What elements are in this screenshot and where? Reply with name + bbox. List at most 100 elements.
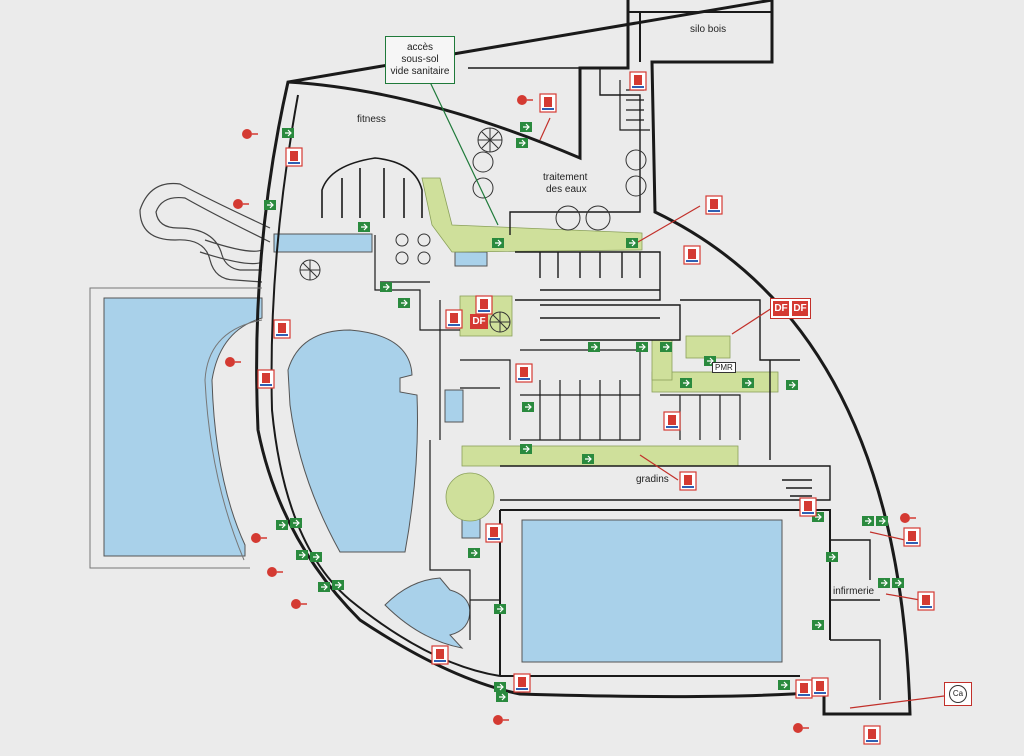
extinguisher-symbol-icon (816, 681, 824, 691)
exit-arrow-icon (383, 283, 390, 291)
fire-door-callout: DF DF (770, 298, 811, 319)
extinguisher-symbol-icon (908, 531, 916, 541)
east-rooms (830, 539, 881, 700)
exit-arrow-icon (525, 403, 532, 411)
extinguisher-symbol-icon (544, 97, 552, 107)
exit-arrow-icon (683, 379, 690, 387)
exit-arrow-icon (497, 605, 504, 613)
outdoor-pool (103, 297, 263, 557)
extinguisher-symbol-icon (450, 313, 458, 323)
exit-arrow-icon (591, 343, 598, 351)
fire-alarm-icon (251, 533, 261, 543)
assembly-callout: Ca (944, 682, 972, 706)
fitness-hall (321, 157, 423, 218)
exit-arrow-icon (895, 579, 902, 587)
exit-arrow-icon (499, 693, 506, 701)
exit-arrow-icon (495, 239, 502, 247)
sign-stripe-icon (802, 512, 814, 514)
exit-arrow-icon (401, 299, 408, 307)
sign-stripe-icon (920, 606, 932, 608)
callout-line-3: vide sanitaire (390, 66, 450, 77)
walls (89, 0, 912, 716)
exit-arrow-icon (321, 583, 328, 591)
water-slide (139, 182, 271, 283)
fire-alarm-icon (517, 95, 527, 105)
callout-line-1: accès (406, 42, 434, 53)
gradins-label: gradins (636, 474, 669, 485)
sign-stripe-icon (666, 426, 678, 428)
sign-stripe-icon (448, 324, 460, 326)
sports-pool (521, 519, 783, 663)
fire-door-label: DF (470, 314, 488, 329)
water-tanks (395, 149, 647, 265)
slide-loop (199, 239, 263, 265)
extinguisher-symbol-icon (480, 299, 488, 309)
sign-stripe-icon (518, 378, 530, 380)
extinguisher-symbol-icon (278, 323, 286, 333)
sign-stripe-icon (478, 310, 490, 312)
exit-arrow-icon (745, 379, 752, 387)
fire-door-label: DF (773, 301, 789, 316)
sign-stripe-icon (814, 692, 826, 694)
corridor-south (461, 445, 739, 467)
extinguisher-symbol-icon (668, 415, 676, 425)
exit-arrow-icon (497, 683, 504, 691)
exit-arrow-icon (471, 549, 478, 557)
entrance-rooms (374, 235, 511, 440)
exit-arrow-icon (829, 553, 836, 561)
extinguisher-symbol-icon (868, 729, 876, 739)
round-lobby (445, 472, 495, 522)
exit-arrow-icon (523, 123, 530, 131)
extinguisher-symbol-icon (490, 527, 498, 537)
sign-stripe-icon (542, 108, 554, 110)
exit-arrow-icon (881, 579, 888, 587)
sign-stripe-icon (288, 162, 300, 164)
outdoor-deck (89, 287, 263, 569)
sign-stripe-icon (488, 538, 500, 540)
extinguisher-symbol-icon (262, 373, 270, 383)
extinguisher-symbol-icon (800, 683, 808, 693)
exit-arrow-icon (361, 223, 368, 231)
fire-alarm-icon (267, 567, 277, 577)
sign-stripe-icon (276, 334, 288, 336)
small-basin-1 (454, 251, 488, 267)
exit-arrow-icon (523, 445, 530, 453)
extinguishers (257, 71, 935, 745)
exit-arrow-icon (639, 343, 646, 351)
fire-alarm-icon (225, 357, 235, 367)
small-basin-2 (444, 389, 464, 423)
exit-arrow-icon (585, 455, 592, 463)
fire-alarm-icon (233, 199, 243, 209)
extinguisher-symbol-icon (922, 595, 930, 605)
fire-alarm-icon (493, 715, 503, 725)
silo-label: silo bois (690, 24, 727, 35)
east-service (680, 299, 800, 460)
traitement-label-1: traitement (543, 172, 588, 183)
sign-stripe-icon (686, 260, 698, 262)
fitness-label: fitness (357, 114, 386, 125)
exit-arrow-icon (285, 129, 292, 137)
exit-arrow-icon (313, 553, 320, 561)
corridor-north (421, 177, 643, 253)
exit-arrow-icon (519, 139, 526, 147)
alarms (225, 95, 916, 733)
spa-pool (273, 233, 373, 253)
sign-stripe-icon (798, 694, 810, 696)
exit-arrow-icon (299, 551, 306, 559)
infirmerie-label: infirmerie (833, 586, 875, 597)
exit-arrow-icon (293, 519, 300, 527)
pools (103, 233, 783, 663)
basement-access-callout: accès sous-sol vide sanitaire (385, 36, 455, 84)
exit-arrow-icon (335, 581, 342, 589)
exit-arrow-icon (267, 201, 274, 209)
changing-blocks (515, 251, 681, 341)
extinguisher-symbol-icon (710, 199, 718, 209)
exit-arrow-icon (815, 513, 822, 521)
extinguisher-symbol-icon (520, 367, 528, 377)
sign-stripe-icon (260, 384, 272, 386)
exit-arrow-icon (815, 621, 822, 629)
exit-signs (264, 122, 904, 702)
leader-lines (429, 81, 945, 709)
lobby-walls (429, 440, 500, 640)
exit-arrow-icon (781, 681, 788, 689)
